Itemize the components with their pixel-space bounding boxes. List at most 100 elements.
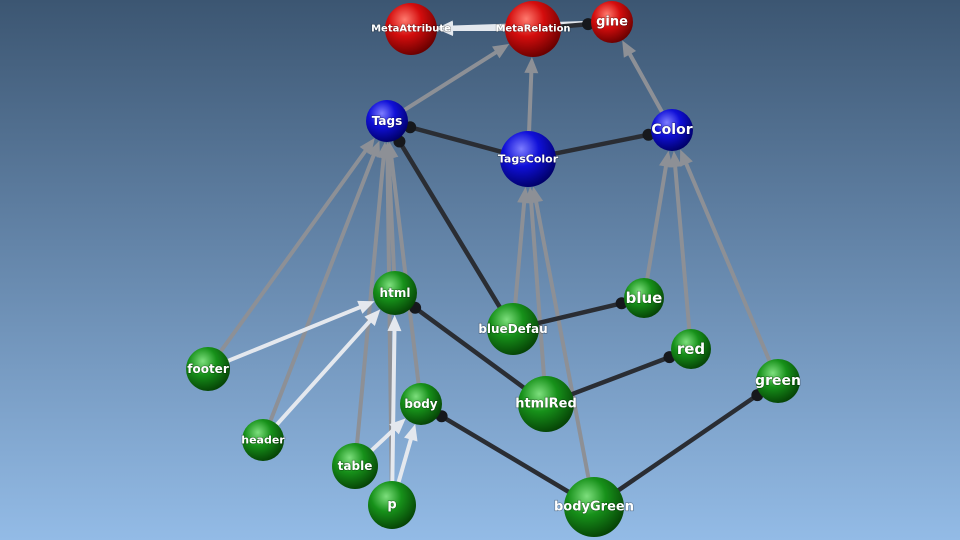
nodes: MetaAttribute MetaRelation gineTagsTagsCol… — [186, 1, 802, 537]
node-sphere[interactable] — [242, 419, 284, 461]
edge-line — [682, 158, 773, 366]
node-footer[interactable]: footer — [186, 347, 230, 391]
node-p[interactable]: p — [368, 481, 416, 529]
edge-line — [526, 66, 534, 138]
node-sphere[interactable] — [591, 1, 633, 43]
edge-bodygreen-to-tagscolor — [529, 186, 592, 484]
arrowhead — [492, 43, 510, 59]
node-green[interactable]: green — [754, 359, 802, 403]
node-engine[interactable]: gine — [591, 1, 633, 43]
node-label: table — [338, 459, 373, 473]
arrowhead — [524, 56, 539, 74]
node-color[interactable]: Color — [651, 109, 693, 151]
node-sphere[interactable] — [186, 347, 230, 391]
node-label: footer — [187, 362, 229, 376]
arrowhead — [389, 418, 406, 435]
node-label: bodyGreen — [554, 500, 634, 515]
node-label: html — [380, 286, 411, 300]
node-bodygreen[interactable]: bodyGreen — [553, 477, 635, 537]
node-table[interactable]: table — [332, 443, 378, 489]
edge-line — [566, 355, 671, 398]
edge-htmlred-to-red — [566, 351, 676, 398]
node-sphere[interactable] — [624, 278, 664, 318]
node-html[interactable]: html — [373, 271, 417, 315]
node-sphere[interactable] — [671, 329, 711, 369]
node-sphere[interactable] — [373, 271, 417, 315]
node-sphere[interactable] — [332, 443, 378, 489]
node-sphere[interactable] — [366, 100, 408, 142]
edge-tags-to-metarelation — [400, 43, 510, 114]
edge-line — [223, 303, 366, 364]
node-red[interactable]: red — [671, 329, 711, 369]
arrowhead — [357, 300, 375, 314]
node-label: MetaAttribute — [371, 24, 451, 35]
edge-line — [626, 48, 666, 117]
edge-p-to-html — [387, 314, 402, 487]
edge-line — [272, 316, 375, 429]
edge-body-to-tags — [384, 141, 421, 389]
node-label: gine — [596, 15, 628, 30]
arrowhead — [679, 149, 693, 167]
arrowhead — [668, 150, 683, 168]
edge-bodygreen-to-green — [612, 389, 764, 495]
node-label: header — [241, 434, 285, 447]
edge-line — [390, 324, 397, 487]
edge-line — [388, 151, 421, 389]
node-header[interactable]: header — [241, 419, 286, 461]
edge-line — [397, 140, 504, 313]
edge-header-to-tags — [267, 140, 381, 426]
edge-p-to-body — [395, 424, 418, 488]
node-metarelation[interactable]: MetaRelation — [495, 1, 571, 57]
arrowhead — [387, 314, 402, 332]
node-sphere[interactable] — [518, 376, 574, 432]
edge-line — [612, 393, 759, 495]
arrowhead — [659, 150, 673, 168]
node-blue[interactable]: blue — [624, 278, 664, 318]
node-sphere[interactable] — [385, 3, 437, 55]
edge-line — [672, 160, 692, 335]
node-bluedefault[interactable]: blueDefau — [478, 303, 548, 355]
node-tagscolor[interactable]: TagsColor — [497, 131, 559, 187]
edge-red-to-color — [668, 150, 692, 335]
edge-bluedefault-to-blue — [532, 297, 628, 327]
node-htmlred[interactable]: htmlRed — [515, 376, 577, 432]
node-sphere[interactable] — [368, 481, 416, 529]
node-label: green — [755, 373, 801, 389]
arrowhead — [384, 141, 399, 159]
arrowhead — [436, 20, 454, 35]
edge-line — [413, 306, 530, 393]
edge-line — [354, 151, 386, 449]
node-sphere[interactable] — [756, 359, 800, 403]
node-sphere[interactable] — [564, 477, 624, 537]
node-sphere[interactable] — [400, 383, 442, 425]
node-sphere[interactable] — [505, 1, 561, 57]
node-metaattribute[interactable]: MetaAttribute — [371, 3, 452, 55]
arrowhead — [364, 309, 381, 326]
node-sphere[interactable] — [500, 131, 556, 187]
edge-line — [554, 21, 590, 30]
node-label: Color — [651, 122, 692, 138]
node-sphere[interactable] — [487, 303, 539, 355]
edge-line — [216, 145, 370, 356]
edge-line — [408, 125, 508, 156]
edge-color-to-engine — [622, 40, 666, 117]
edge-line — [549, 132, 650, 157]
node-body[interactable]: body — [400, 383, 442, 425]
edge-line — [532, 301, 623, 327]
edge-line — [400, 48, 502, 114]
edge-line — [528, 196, 547, 383]
node-label: red — [677, 340, 705, 358]
node-label: MetaRelation — [495, 24, 570, 35]
edge-bluedefault-to-tagscolor — [512, 186, 532, 309]
edge-blue-to-color — [644, 150, 673, 284]
edge-line — [367, 424, 399, 455]
edge-footer-to-tags — [216, 138, 375, 356]
node-label: blueDefau — [478, 322, 547, 336]
node-tags[interactable]: Tags — [366, 100, 408, 142]
node-sphere[interactable] — [651, 109, 693, 151]
edge-tagscolor-to-tags — [404, 121, 508, 156]
edge-htmlred-to-tagscolor — [524, 186, 547, 383]
node-label: TagsColor — [498, 153, 559, 166]
edge-green-to-color — [679, 149, 773, 366]
